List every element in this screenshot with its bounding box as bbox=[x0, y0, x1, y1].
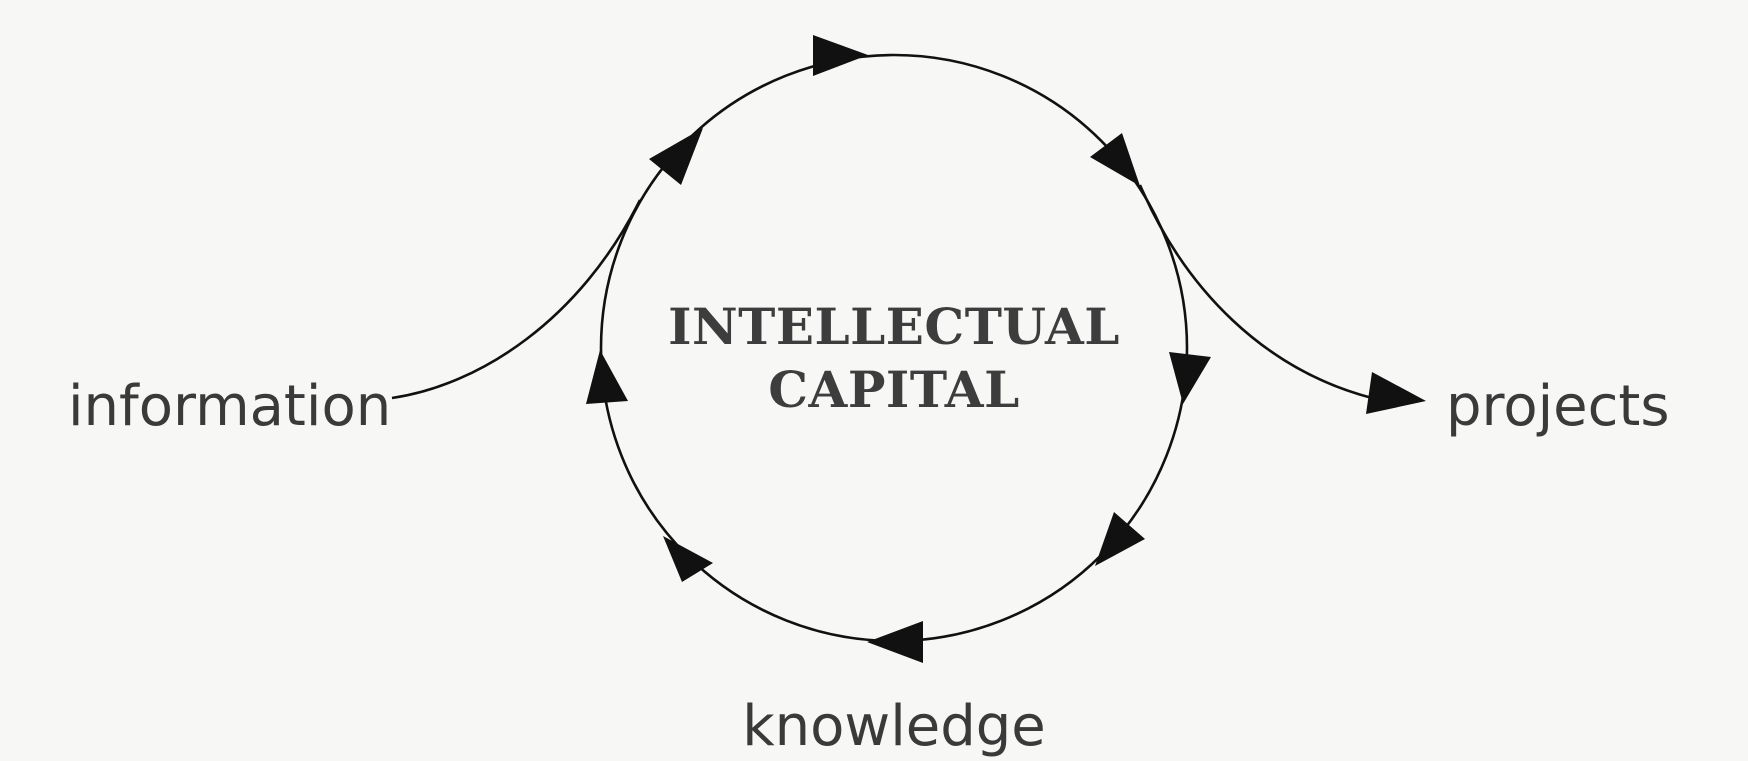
node-label-projects: projects bbox=[1446, 374, 1670, 439]
node-label-information: information bbox=[68, 374, 391, 439]
arrowhead-left bbox=[586, 350, 628, 404]
arrowhead-bottom-right bbox=[1095, 512, 1145, 566]
projects-outflow-curve bbox=[1138, 184, 1373, 400]
center-title-line-1: INTELLECTUAL bbox=[668, 297, 1120, 356]
arrowhead-bottom-left bbox=[663, 536, 713, 582]
center-title-line-2: CAPITAL bbox=[768, 360, 1020, 419]
arrowhead-top-left bbox=[649, 128, 703, 185]
arrowhead-top-right bbox=[1090, 133, 1140, 186]
arrowhead-right bbox=[1169, 352, 1211, 404]
arrowhead-projects bbox=[1366, 372, 1426, 414]
information-inflow-curve bbox=[391, 199, 642, 400]
node-label-knowledge: knowledge bbox=[742, 694, 1046, 759]
arrowhead-top bbox=[813, 35, 868, 76]
arrowhead-bottom bbox=[867, 621, 923, 663]
